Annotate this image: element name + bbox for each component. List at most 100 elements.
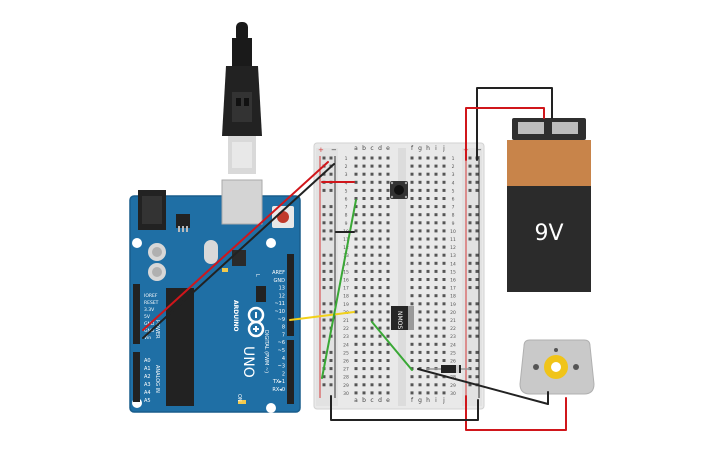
breadboard-hole [442, 245, 446, 249]
rail-hole [322, 326, 326, 330]
rail-hole [475, 326, 479, 330]
breadboard-hole [362, 318, 366, 322]
rail-hole [468, 172, 472, 176]
breadboard-hole [362, 367, 366, 371]
breadboard-hole [434, 156, 438, 160]
breadboard-hole [434, 310, 438, 314]
wire-signal-yellow [289, 311, 355, 321]
breadboard-hole [418, 294, 422, 298]
breadboard-hole [378, 383, 382, 387]
l-led-label: L [254, 274, 260, 277]
rail-hole [329, 221, 333, 225]
rail-hole [329, 188, 333, 192]
breadboard-hole [370, 253, 374, 257]
breadboard-hole [426, 310, 430, 314]
rail-hole [322, 383, 326, 387]
rail-hole [329, 350, 333, 354]
breadboard-hole [354, 237, 358, 241]
row-label: 15 [450, 269, 456, 275]
breadboard-hole [354, 213, 358, 217]
breadboard-hole [362, 359, 366, 362]
arduino-model-label: UNO [240, 346, 256, 378]
breadboard-hole [410, 294, 414, 298]
rail-hole [468, 269, 472, 273]
rail-hole [329, 253, 333, 257]
rail-hole [475, 310, 479, 314]
breadboard-hole [370, 318, 374, 322]
breadboard-hole [426, 229, 430, 233]
breadboard-hole [442, 205, 446, 209]
breadboard-hole [378, 164, 382, 168]
row-label: 22 [343, 326, 349, 332]
wire-button-green [321, 199, 357, 379]
breadboard-hole [354, 278, 358, 281]
breadboard-hole [378, 156, 382, 160]
breadboard-hole [354, 391, 358, 395]
breadboard-hole [410, 164, 414, 168]
row-label: 11 [450, 237, 456, 243]
row-label: 8 [452, 213, 455, 219]
rail-hole [329, 172, 333, 176]
rail-hole [475, 269, 479, 273]
breadboard-hole [362, 302, 366, 306]
row-label: 23 [343, 334, 349, 340]
wire-gate-green [371, 321, 413, 371]
breadboard-hole [370, 188, 374, 192]
breadboard-hole [378, 391, 382, 395]
breadboard-hole [354, 334, 358, 338]
breadboard-hole [426, 261, 430, 265]
breadboard-hole [378, 278, 382, 281]
digital-pin-label: 2 [282, 371, 285, 377]
breadboard-hole [354, 318, 358, 322]
diode [426, 365, 470, 373]
breadboard-hole [418, 326, 422, 330]
row-label: 3 [345, 172, 348, 178]
breadboard-hole [418, 180, 422, 184]
analog-pin-label: A4 [144, 390, 151, 396]
breadboard-hole [410, 302, 414, 306]
breadboard-hole [378, 205, 382, 209]
analog-header [133, 352, 140, 402]
rail-hole [322, 334, 326, 338]
column-label: h [426, 145, 430, 152]
breadboard-hole [386, 326, 390, 330]
digital-pin-label: 13 [279, 286, 285, 292]
rail-hole [475, 278, 479, 281]
breadboard-hole [410, 375, 414, 379]
breadboard-hole [426, 278, 430, 281]
breadboard-hole [442, 342, 446, 346]
breadboard-hole [410, 391, 414, 395]
breadboard-hole [362, 383, 366, 387]
row-label: 27 [343, 367, 349, 373]
mounting-hole [266, 238, 276, 248]
breadboard-hole [426, 269, 430, 273]
breadboard-hole [434, 302, 438, 306]
rail-hole [468, 253, 472, 257]
row-label: 7 [452, 205, 455, 211]
column-label: g [418, 145, 422, 152]
rail-hole [468, 334, 472, 338]
rail-hole [329, 359, 333, 362]
breadboard-hole [418, 261, 422, 265]
breadboard-hole [362, 253, 366, 257]
analog-header-label: ANALOG IN [154, 365, 160, 393]
rail-hole [468, 164, 472, 168]
power-header-label: POWER [154, 320, 160, 339]
column-label: j [442, 145, 445, 152]
rail-hole [329, 156, 333, 160]
rail-hole [468, 261, 472, 265]
breadboard-hole [362, 164, 366, 168]
row-label: 9 [452, 221, 455, 227]
rail-hole [329, 318, 333, 322]
row-label: 16 [343, 278, 349, 284]
breadboard-hole [442, 383, 446, 387]
wire-battery-red [465, 107, 545, 161]
breadboard-hole [426, 180, 430, 184]
row-label: 5 [345, 188, 348, 194]
breadboard-hole [370, 229, 374, 233]
digital-pin-label: ~10 [274, 309, 285, 315]
breadboard-hole [410, 180, 414, 184]
breadboard-hole [386, 180, 390, 184]
breadboard-hole [370, 172, 374, 176]
